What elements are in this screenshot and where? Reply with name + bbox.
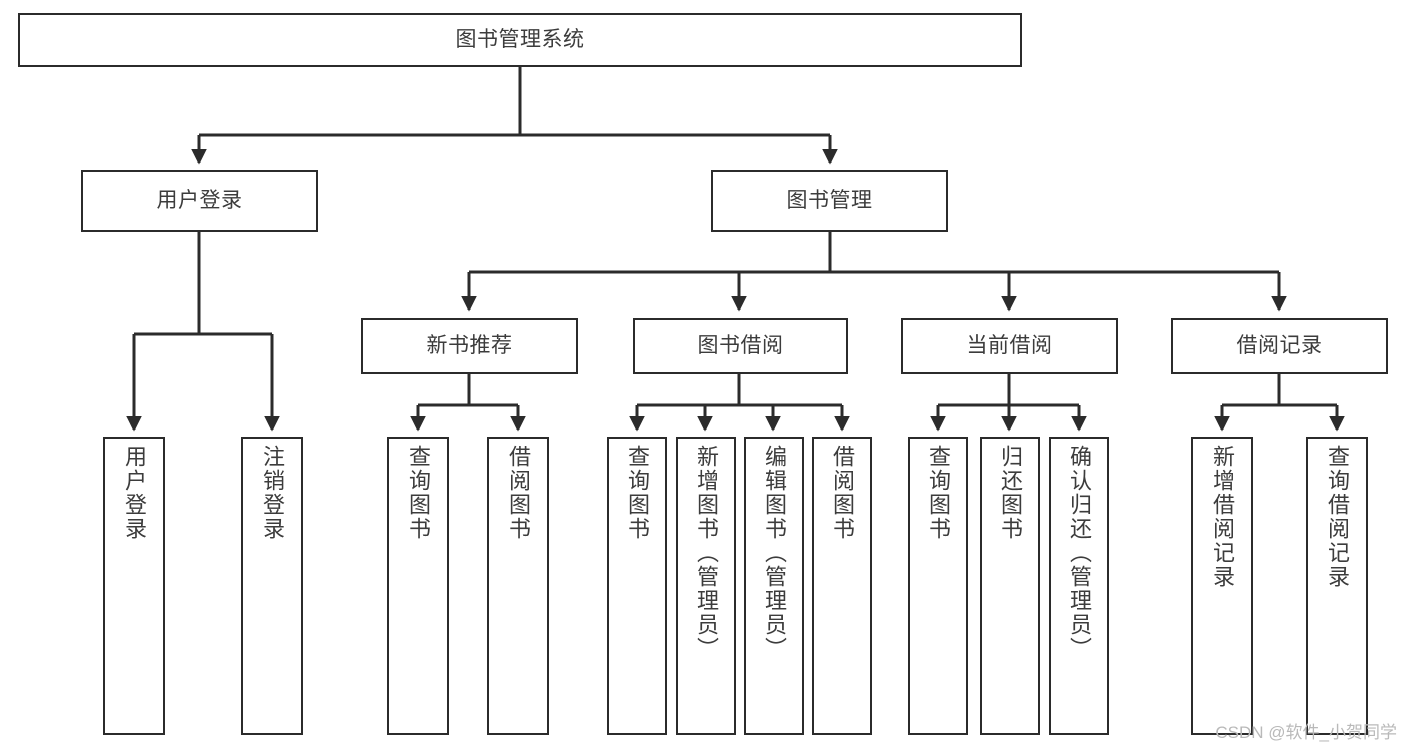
node-label: 新增借阅记录 bbox=[1210, 445, 1235, 589]
leaf-book-borrow-borrow-book[interactable]: 借阅图书 bbox=[812, 437, 872, 735]
node-root-book-management-system[interactable]: 图书管理系统 bbox=[18, 13, 1022, 67]
node-label: 借阅图书 bbox=[830, 445, 855, 541]
csdn-watermark: CSDN @软件_小贺同学 bbox=[1215, 723, 1397, 742]
node-label: 新增图书（管理员） bbox=[694, 445, 719, 661]
node-book-borrow[interactable]: 图书借阅 bbox=[633, 318, 848, 374]
leaf-new-book-query-book[interactable]: 查询图书 bbox=[387, 437, 449, 735]
node-label: 图书管理系统 bbox=[455, 28, 585, 52]
leaf-user-login-login[interactable]: 用户登录 bbox=[103, 437, 165, 735]
node-label: 借阅图书 bbox=[506, 445, 531, 541]
node-borrow-record[interactable]: 借阅记录 bbox=[1171, 318, 1388, 374]
node-label: 图书借阅 bbox=[697, 334, 784, 358]
node-label: 用户登录 bbox=[122, 445, 147, 541]
node-label: 归还图书 bbox=[998, 445, 1023, 541]
node-book-management[interactable]: 图书管理 bbox=[711, 170, 948, 232]
node-label: 注销登录 bbox=[260, 445, 285, 541]
node-label: 查询图书 bbox=[406, 445, 431, 541]
node-label: 当前借阅 bbox=[966, 334, 1053, 358]
leaf-new-book-borrow-book[interactable]: 借阅图书 bbox=[487, 437, 549, 735]
leaf-borrow-record-query-record[interactable]: 查询借阅记录 bbox=[1306, 437, 1368, 735]
leaf-current-borrow-query-book[interactable]: 查询图书 bbox=[908, 437, 968, 735]
node-user-login[interactable]: 用户登录 bbox=[81, 170, 318, 232]
leaf-book-borrow-query-book[interactable]: 查询图书 bbox=[607, 437, 667, 735]
node-label: 查询借阅记录 bbox=[1325, 445, 1350, 589]
leaf-user-login-logout[interactable]: 注销登录 bbox=[241, 437, 303, 735]
node-label: 用户登录 bbox=[156, 189, 243, 213]
node-current-borrow[interactable]: 当前借阅 bbox=[901, 318, 1118, 374]
leaf-book-borrow-edit-book-admin[interactable]: 编辑图书（管理员） bbox=[744, 437, 804, 735]
leaf-current-borrow-return-book[interactable]: 归还图书 bbox=[980, 437, 1040, 735]
node-label: 编辑图书（管理员） bbox=[762, 445, 787, 661]
leaf-current-borrow-confirm-return-admin[interactable]: 确认归还（管理员） bbox=[1049, 437, 1109, 735]
node-label: 确认归还（管理员） bbox=[1067, 445, 1092, 661]
node-label: 新书推荐 bbox=[426, 334, 513, 358]
leaf-book-borrow-add-book-admin[interactable]: 新增图书（管理员） bbox=[676, 437, 736, 735]
node-label: 图书管理 bbox=[786, 189, 873, 213]
node-label: 查询图书 bbox=[926, 445, 951, 541]
node-label: 查询图书 bbox=[625, 445, 650, 541]
leaf-borrow-record-add-record[interactable]: 新增借阅记录 bbox=[1191, 437, 1253, 735]
node-new-book-recommend[interactable]: 新书推荐 bbox=[361, 318, 578, 374]
node-label: 借阅记录 bbox=[1236, 334, 1323, 358]
